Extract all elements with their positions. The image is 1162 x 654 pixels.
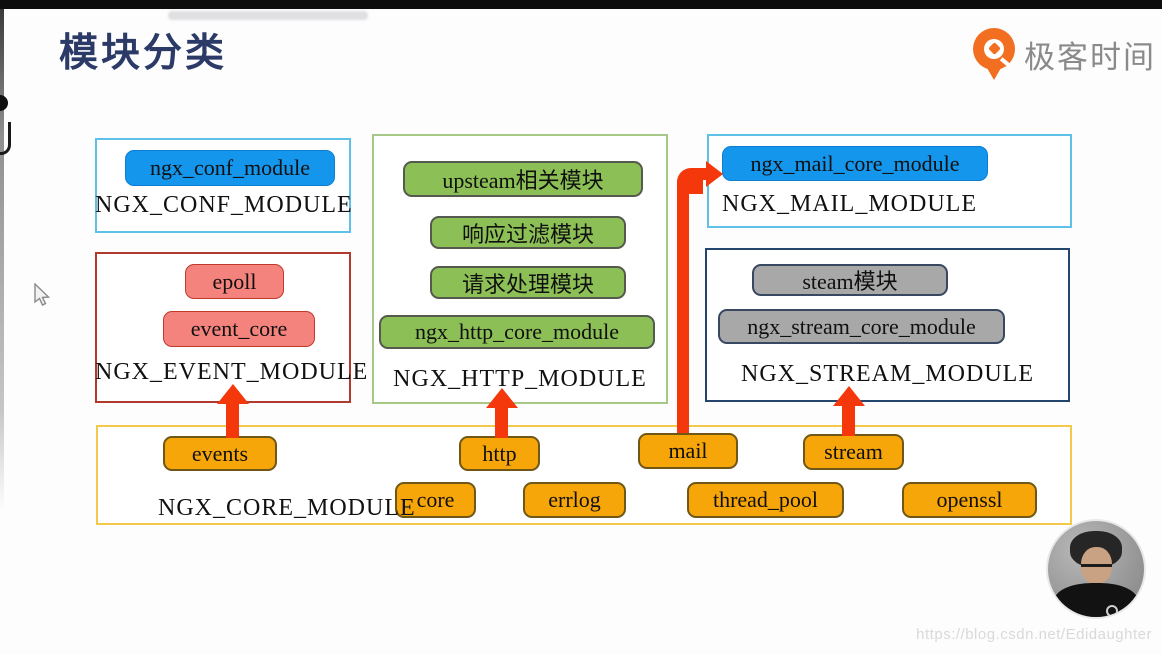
arrow-stream-to-stream-module xyxy=(833,386,865,406)
node-event-core: event_core xyxy=(163,311,315,347)
node-openssl: openssl xyxy=(902,482,1037,518)
node-http: http xyxy=(459,436,540,471)
node-upstream-modules: upsteam相关模块 xyxy=(403,161,643,197)
node-mail: mail xyxy=(638,433,738,469)
label-ngx-stream-module: NGX_STREAM_MODULE xyxy=(741,361,1034,387)
ghost-text-smudge xyxy=(168,11,368,20)
node-ngx-http-core-module: ngx_http_core_module xyxy=(379,315,655,349)
left-edge-strip xyxy=(0,9,4,509)
node-steam-module: steam模块 xyxy=(752,264,948,296)
avatar-glasses xyxy=(1081,564,1112,575)
avatar-shirt-logo xyxy=(1106,605,1118,617)
clipped-glyph-fragment xyxy=(0,95,8,111)
node-response-filter-modules: 响应过滤模块 xyxy=(430,216,626,249)
arrow-mail-to-mail-module xyxy=(706,161,723,187)
mouse-cursor-icon xyxy=(34,283,51,306)
label-ngx-http-module: NGX_HTTP_MODULE xyxy=(393,366,647,392)
avatar-shirt xyxy=(1054,583,1138,617)
arrow-events-to-event-module xyxy=(217,384,249,404)
arrow-stream-stem xyxy=(842,404,855,436)
top-bar xyxy=(0,0,1162,9)
webcam-avatar xyxy=(1046,519,1146,619)
arrow-mail-stem-vertical xyxy=(677,186,689,433)
arrow-events-stem xyxy=(226,402,239,438)
node-stream: stream xyxy=(803,434,904,470)
node-errlog: errlog xyxy=(523,482,626,518)
brand-name: 极客时间 xyxy=(1024,39,1156,75)
arrow-http-to-http-module xyxy=(486,388,518,408)
node-events: events xyxy=(163,436,277,471)
node-ngx-mail-core-module: ngx_mail_core_module xyxy=(722,146,988,181)
node-ngx-stream-core-module: ngx_stream_core_module xyxy=(718,309,1005,344)
brand-logo: 极客时间 xyxy=(972,26,1156,82)
node-thread-pool: thread_pool xyxy=(687,482,844,518)
clipped-glyph-fragment xyxy=(0,122,11,155)
label-ngx-mail-module: NGX_MAIL_MODULE xyxy=(722,191,977,217)
node-ngx-conf-module: ngx_conf_module xyxy=(125,150,335,186)
node-core: core xyxy=(395,482,476,518)
arrow-http-stem xyxy=(495,406,508,438)
label-ngx-core-module: NGX_CORE_MODULE xyxy=(158,495,416,521)
page-title: 模块分类 xyxy=(59,32,228,75)
watermark-url: https://blog.csdn.net/Edidaughter xyxy=(916,626,1152,643)
node-epoll: epoll xyxy=(185,264,284,299)
label-ngx-conf-module: NGX_CONF_MODULE xyxy=(95,192,353,218)
label-ngx-event-module: NGX_EVENT_MODULE xyxy=(95,359,369,385)
geektime-logo-icon xyxy=(972,26,1016,82)
node-request-handler-modules: 请求处理模块 xyxy=(430,266,626,299)
